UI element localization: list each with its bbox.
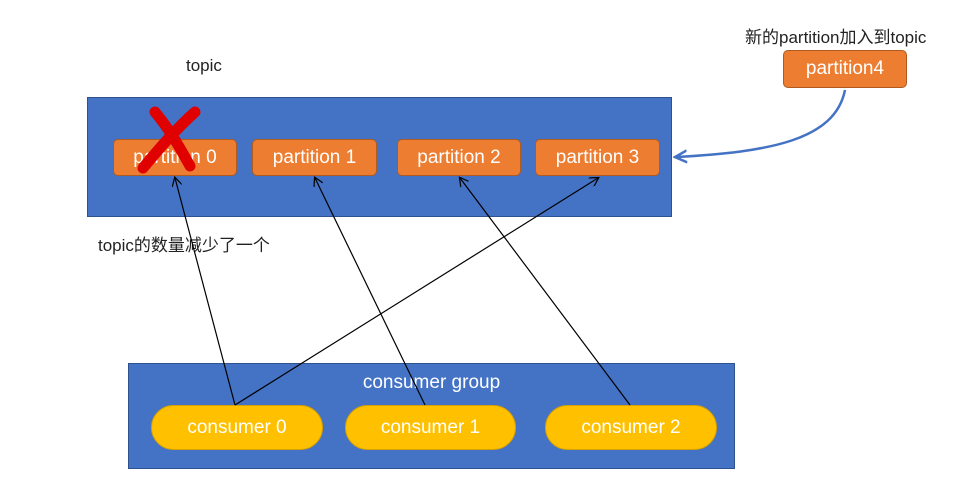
new-partition-note: 新的partition加入到topic [745, 28, 927, 47]
consumer-0: consumer 0 [151, 405, 323, 450]
arrow-partition4-join-topic [676, 89, 847, 157]
consumer-group-label: consumer group [362, 372, 501, 393]
consumer-2: consumer 2 [545, 405, 717, 450]
partition-0: partition 0 [113, 139, 237, 176]
partition-2: partition 2 [397, 139, 521, 176]
topic-label: topic [186, 56, 222, 75]
partition-4-new: partition4 [783, 50, 907, 88]
consumer-1: consumer 1 [345, 405, 516, 450]
topic-count-note: topic的数量减少了一个 [98, 236, 270, 255]
partition-3: partition 3 [535, 139, 660, 176]
partition-1: partition 1 [252, 139, 377, 176]
